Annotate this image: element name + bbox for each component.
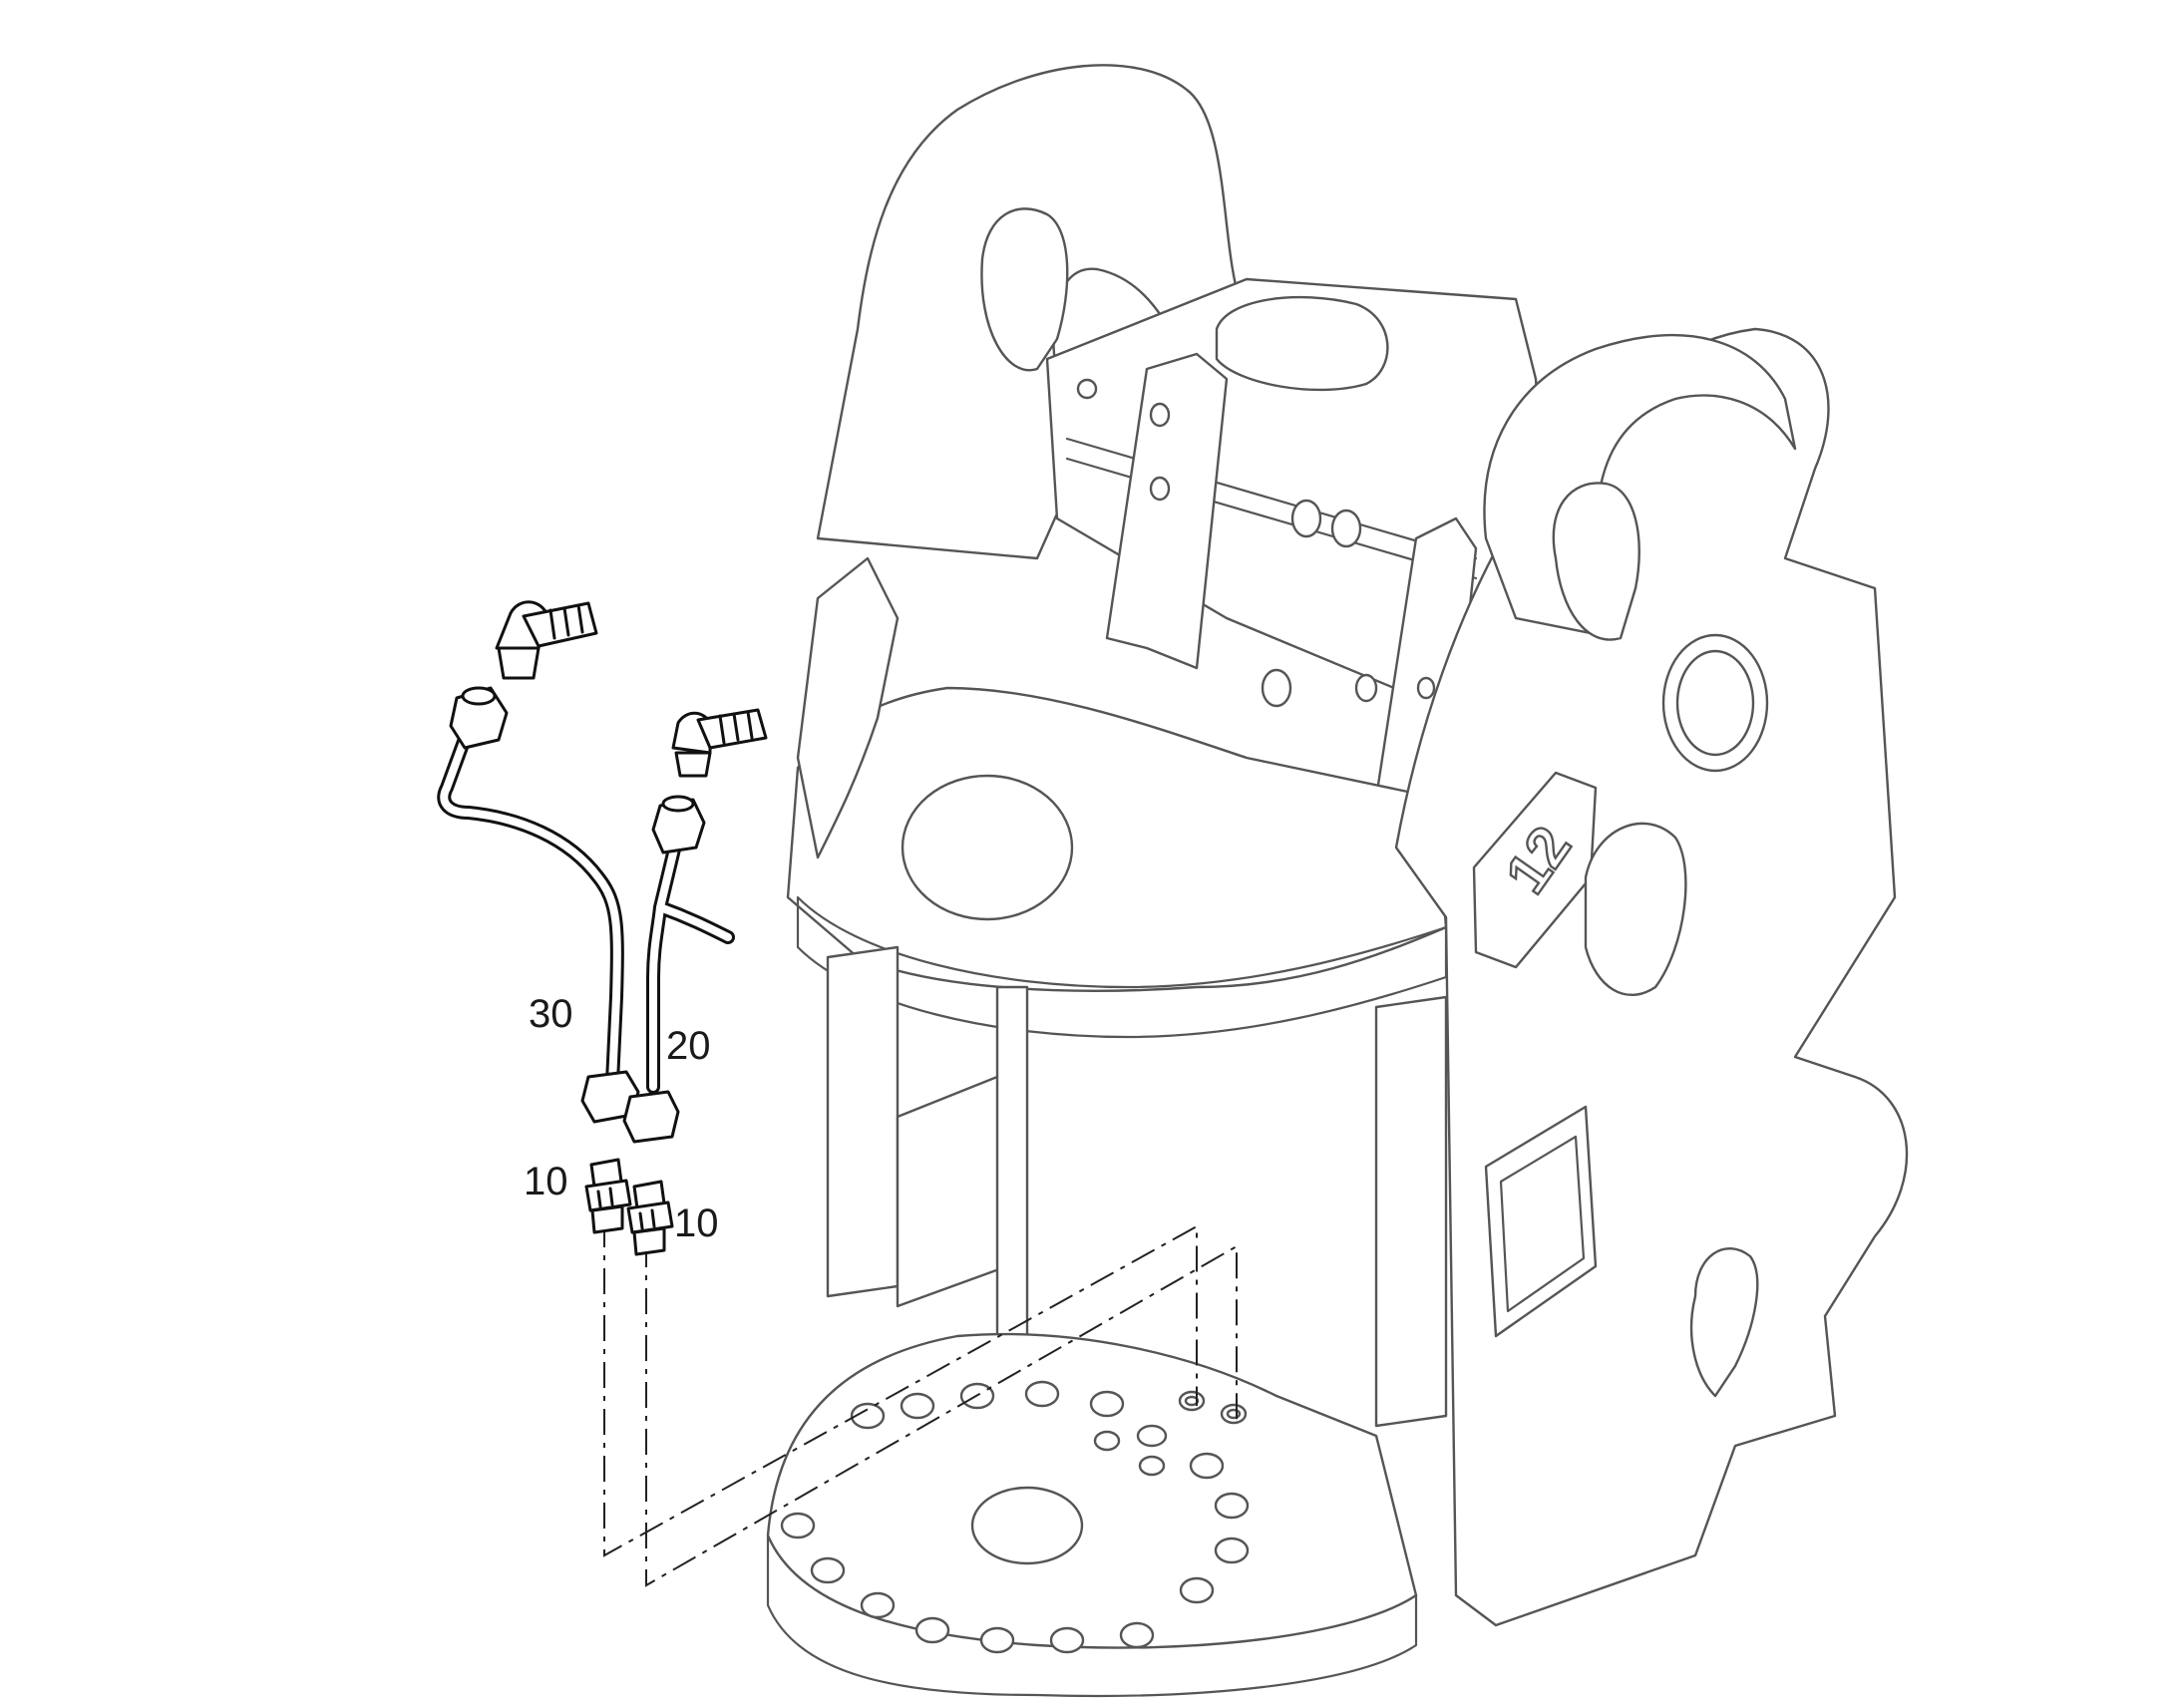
saddle-hole (901, 774, 1074, 921)
coupler-body: 12 (766, 64, 1909, 1697)
base-plate-edge (766, 1534, 1418, 1697)
elbow-fitting-left (495, 600, 598, 680)
back-plate-holes (1076, 378, 1436, 708)
inspection-cover (1484, 1105, 1598, 1338)
left-front-flange (796, 556, 900, 859)
lower-block (896, 1075, 1009, 1308)
right-bump (1584, 822, 1687, 997)
inspection-cover-inner (1499, 1135, 1586, 1313)
base-center-hole (970, 1486, 1084, 1565)
saddle-plate (786, 686, 1448, 992)
adapter-fitting-left (584, 1158, 632, 1234)
hose-30-top-nut (449, 686, 509, 750)
rear-column (995, 985, 1029, 1338)
front-column-left (826, 945, 900, 1298)
base-bolt-holes (780, 1380, 1250, 1654)
front-column-right (1374, 995, 1448, 1428)
pin-bore-inner (1675, 649, 1755, 757)
centerline-right-fitting (645, 1241, 1238, 1587)
lock-bar-left (1105, 352, 1229, 670)
left-hook-slot (980, 207, 1069, 372)
adapter-fitting-right (626, 1180, 674, 1256)
hose-20-bottom-nut (622, 1090, 680, 1144)
callout-30: 30 (529, 992, 573, 1036)
centerline-left-fitting (603, 1221, 1198, 1557)
callout-10-left: 10 (524, 1160, 568, 1203)
elbow-fitting-right (671, 708, 768, 778)
cylinder-top (1215, 295, 1389, 392)
callout-10-right: 10 (674, 1201, 719, 1245)
callout-20: 20 (666, 1024, 711, 1068)
lower-right-hook-slot (1689, 1246, 1759, 1398)
hose-20-top-nut (651, 798, 706, 854)
hose-30-tube-inner (440, 724, 621, 1086)
hose-assembly (437, 600, 768, 1144)
assembly-centerlines (603, 1221, 1238, 1587)
right-hook-slot (1552, 482, 1640, 641)
hose-20-tube-inner (649, 829, 732, 1091)
